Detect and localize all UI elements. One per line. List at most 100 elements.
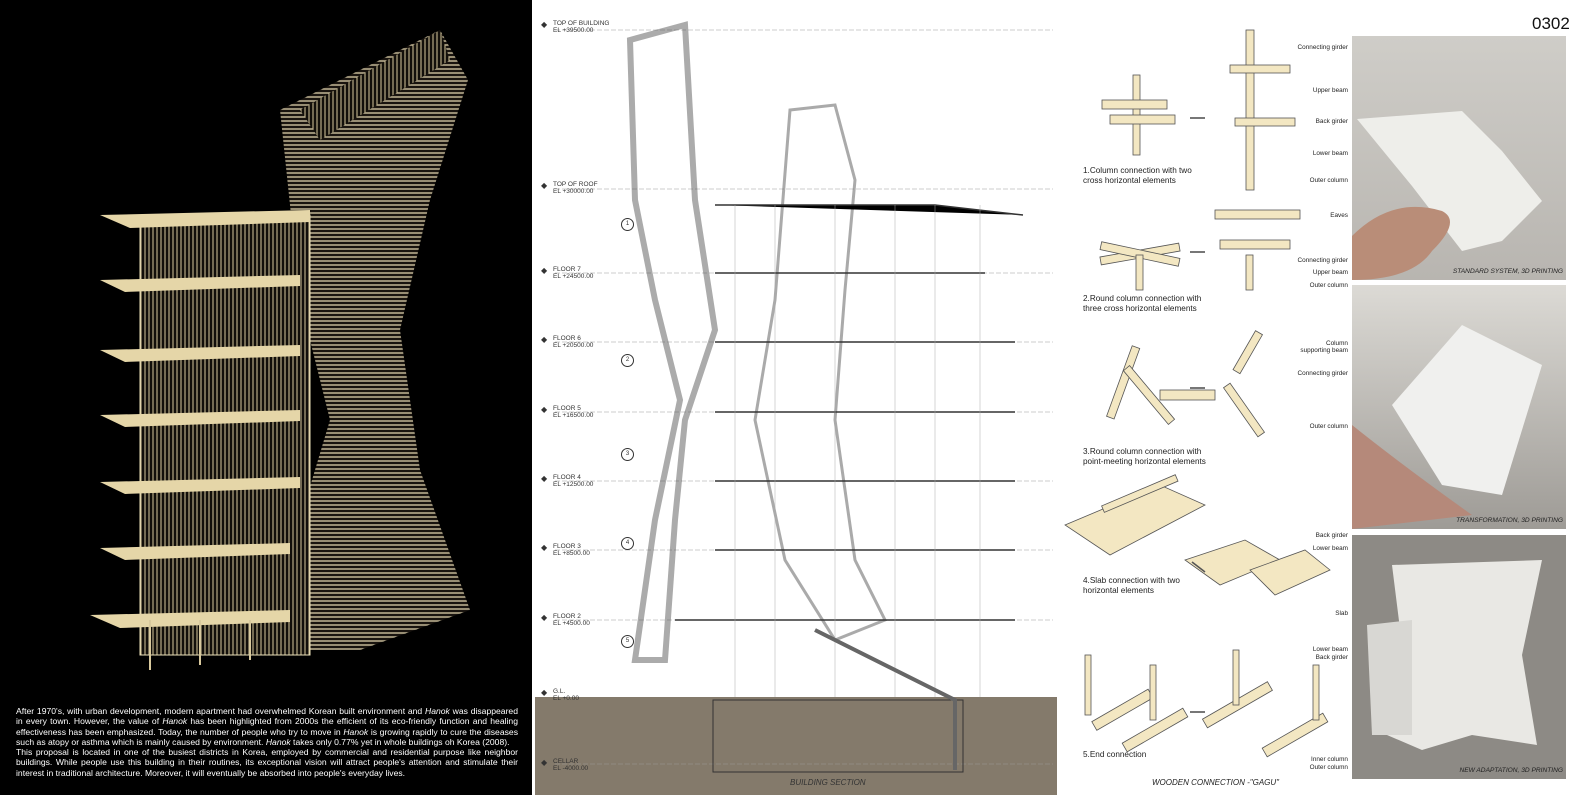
title-line: horizontal elements <box>1083 586 1154 595</box>
part-label: Inner column <box>1311 756 1348 763</box>
level-marker-icon: ◆ <box>541 20 548 29</box>
part-label: Lower beam <box>1312 646 1348 653</box>
title-line: 2.Round column connection with <box>1083 294 1202 303</box>
ground <box>535 697 1057 795</box>
title-line: point-meeting horizontal elements <box>1083 457 1206 466</box>
level-elevation: EL +39500.00 <box>553 27 594 34</box>
part-label: Back girder <box>1315 118 1348 125</box>
level-elevation: EL +24500.00 <box>553 273 594 280</box>
hanok-term: Hanok <box>265 736 291 747</box>
connection-caption: WOODEN CONNECTION -"GAGU" <box>1152 778 1280 787</box>
level-ground: ◆ G.L.EL +0.00 <box>541 688 579 702</box>
text: After 1970's, with urban development, mo… <box>16 706 425 716</box>
callout-4: 4 <box>621 537 634 550</box>
part-label: Outer column <box>1309 423 1348 430</box>
text: is growing rapidly to cure the diseases … <box>16 726 518 747</box>
level-elevation: EL +16500.00 <box>553 412 594 419</box>
part-label: Lower beam <box>1312 545 1348 552</box>
level-marker-icon: ◆ <box>541 335 548 344</box>
photo-new-adaptation: NEW ADAPTATION, 3D PRINTING <box>1352 535 1566 779</box>
connection-5-title: 5.End connection <box>1083 750 1146 760</box>
level-name: TOP OF ROOF <box>553 181 598 188</box>
level-name: FLOOR 6 <box>553 335 581 342</box>
level-marker-icon: ◆ <box>541 543 548 552</box>
section-drawing <box>535 21 1057 795</box>
level-marker-icon: ◆ <box>541 688 548 697</box>
title-line: 4.Slab connection with two <box>1083 576 1180 585</box>
callout-3: 3 <box>621 448 634 461</box>
part-label: Eaves <box>1330 212 1348 219</box>
level-marker-icon: ◆ <box>541 405 548 414</box>
level-elevation: EL -4000.00 <box>553 765 589 772</box>
part-label: Outer column <box>1309 177 1348 184</box>
tower-render-image <box>90 30 470 670</box>
level-marker-icon: ◆ <box>541 758 548 767</box>
page-number: 0302 <box>1532 14 1570 33</box>
title-line: three cross horizontal elements <box>1083 304 1197 313</box>
level-name: FLOOR 7 <box>553 266 581 273</box>
hanok-term: Hanok <box>343 726 369 737</box>
text: has been highlighted from 2000s the effi… <box>16 716 518 737</box>
label-line: Column <box>1325 340 1348 347</box>
level-name: FLOOR 5 <box>553 405 581 412</box>
part-label: Connecting girder <box>1297 370 1348 377</box>
part-label: Outer column <box>1309 764 1348 771</box>
photo-caption: STANDARD SYSTEM, 3D PRINTING <box>1452 268 1563 275</box>
level-name: FLOOR 2 <box>553 613 581 620</box>
level-marker-icon: ◆ <box>541 613 548 622</box>
level-name: FLOOR 3 <box>553 543 581 550</box>
part-label: Back girder <box>1315 532 1348 539</box>
photo-standard-system: STANDARD SYSTEM, 3D PRINTING <box>1352 36 1566 280</box>
level-name: TOP OF BUILDING <box>553 20 610 27</box>
hanok-term: Hanok <box>425 706 450 716</box>
part-label: Outer column <box>1309 282 1348 289</box>
callout-2: 2 <box>621 354 634 367</box>
level-elevation: EL +0.00 <box>553 695 579 702</box>
description-paragraph-2: This proposal is located in one of the b… <box>16 747 518 778</box>
part-label: Upper beam <box>1312 269 1348 276</box>
level-elevation: EL +30000.00 <box>553 188 594 195</box>
level-elevation: EL +12500.00 <box>553 481 594 488</box>
photo-transformation: TRANSFORMATION, 3D PRINTING <box>1352 285 1566 529</box>
photo-caption: NEW ADAPTATION, 3D PRINTING <box>1459 767 1563 774</box>
level-marker-icon: ◆ <box>541 474 548 483</box>
level-elevation: EL +4500.00 <box>553 620 590 627</box>
part-label: Lower beam <box>1312 150 1348 157</box>
text: takes only 0.77% yet in whole buildings … <box>290 736 510 747</box>
photo-caption: TRANSFORMATION, 3D PRINTING <box>1456 517 1563 524</box>
level-marker-icon: ◆ <box>541 266 548 275</box>
level-elevation: EL +20500.00 <box>553 342 594 349</box>
render-panel: After 1970's, with urban development, mo… <box>0 0 532 795</box>
level-marker-icon: ◆ <box>541 181 548 190</box>
part-label: Upper beam <box>1312 87 1348 94</box>
section-caption: BUILDING SECTION <box>790 778 866 787</box>
part-label: Slab <box>1335 610 1348 617</box>
level-elevation: EL +8500.00 <box>553 550 590 557</box>
model-photo-image <box>1352 325 1542 529</box>
project-description: After 1970's, with urban development, mo… <box>16 706 518 778</box>
level-name: G.L. <box>553 688 566 695</box>
description-paragraph-1: After 1970's, with urban development, mo… <box>16 706 518 747</box>
part-label: Back girder <box>1315 654 1348 661</box>
callout-5: 5 <box>621 635 634 648</box>
model-photo-image <box>1367 560 1542 750</box>
title-line: cross horizontal elements <box>1083 176 1176 185</box>
title-line: 5.End connection <box>1083 750 1147 759</box>
model-photo-image <box>1352 111 1542 280</box>
part-label: Connecting girder <box>1297 44 1348 51</box>
part-label: Connecting girder <box>1297 257 1348 264</box>
text: was disappeared in every town. However, … <box>16 706 518 727</box>
